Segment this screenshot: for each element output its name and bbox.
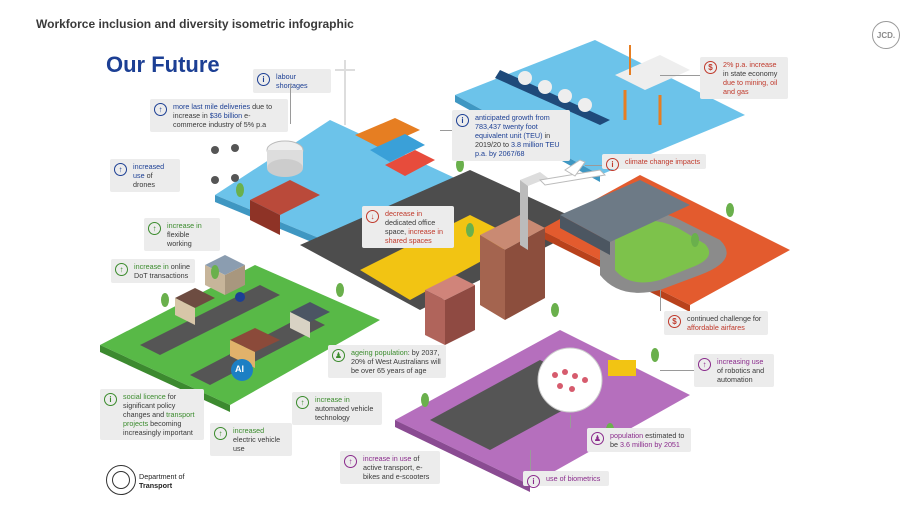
people-icon: ♟	[332, 349, 345, 362]
ai-badge-shape	[231, 359, 253, 381]
leader-line	[440, 130, 452, 131]
callout-population-growth: ♟ population estimated to be 3.6 million…	[587, 428, 691, 452]
leader-line	[530, 450, 531, 471]
callout-ageing-population: ♟ ageing population: by 2037, 20% of Wes…	[328, 345, 446, 378]
callout-last-mile-deliveries: ↑ more last mile deliveries due to incre…	[150, 99, 288, 132]
department-name: Department of Transport	[139, 472, 185, 490]
callout-robotics: ↑ increasing use of robotics and automat…	[694, 354, 774, 387]
arrow-up-icon: ↑	[344, 455, 357, 468]
arrow-up-icon: ↑	[214, 427, 227, 440]
dollar-icon: $	[668, 315, 681, 328]
info-icon: i	[456, 114, 469, 127]
info-icon: i	[527, 475, 540, 488]
callout-airfares: $ continued challenge for affordable air…	[664, 311, 768, 335]
callout-office-space: ↓ decrease in dedicated office space, in…	[362, 206, 454, 248]
leader-line	[570, 415, 571, 428]
arrow-up-icon: ↑	[154, 103, 167, 116]
arrow-up-icon: ↑	[296, 396, 309, 409]
callout-drones: ↑ increased use of drones	[110, 159, 180, 192]
brand-logo: JCD.	[872, 21, 900, 49]
callout-labour-shortages: i labour shortages	[253, 69, 331, 93]
callout-social-licence: i social licence for significant policy …	[100, 389, 204, 440]
callout-active-transport: ↑ increase in use of active transport, e…	[340, 451, 440, 484]
dollar-icon: $	[704, 61, 717, 74]
callout-teu-growth: i anticipated growth from 783,437 twenty…	[452, 110, 570, 161]
callout-biometrics: i use of biometrics	[523, 471, 609, 488]
leader-line	[585, 165, 602, 166]
green-zone	[100, 265, 380, 405]
callout-climate-change: i climate change impacts	[602, 154, 706, 171]
arrow-up-icon: ↑	[115, 263, 128, 276]
callout-online-transactions: ↑ increase in online DoT transactions	[111, 259, 195, 283]
arrow-up-icon: ↑	[148, 222, 161, 235]
callout-electric-vehicles: ↑ increased electric vehicle use	[210, 423, 292, 456]
leader-line	[660, 370, 694, 371]
info-icon: i	[104, 393, 117, 406]
info-icon: i	[257, 73, 270, 86]
department-crest-icon	[106, 465, 136, 495]
arrow-up-icon: ↑	[114, 163, 127, 176]
callout-automated-vehicles: ↑ increase in automated vehicle technolo…	[292, 392, 382, 425]
leader-line	[660, 75, 700, 76]
page-title: Our Future	[106, 52, 220, 77]
header-title: Workforce inclusion and diversity isomet…	[36, 17, 354, 31]
leader-line	[660, 290, 661, 311]
leader-line	[290, 84, 291, 124]
callout-state-economy: $ 2% p.a. increase in state economy due …	[700, 57, 788, 99]
arrow-down-icon: ↓	[366, 210, 379, 223]
ai-badge-label: AI	[235, 364, 244, 374]
callout-flexible-working: ↑ increase in flexible working	[144, 218, 220, 251]
arrow-up-icon: ↑	[698, 358, 711, 371]
info-icon: i	[606, 158, 619, 171]
people-icon: ♟	[591, 432, 604, 445]
